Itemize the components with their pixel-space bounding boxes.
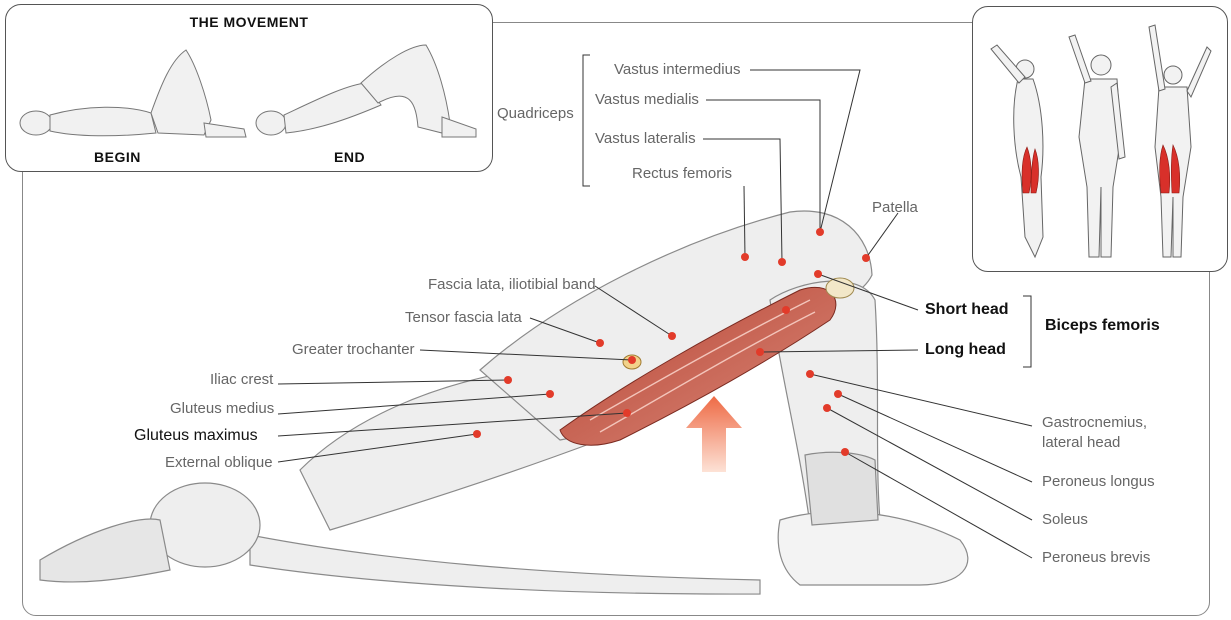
muscle-map-figures xyxy=(973,7,1227,271)
label-rectus-femoris: Rectus femoris xyxy=(632,165,732,183)
marker-iliac-crest xyxy=(504,376,512,384)
label-peroneus-brevis: Peroneus brevis xyxy=(1042,549,1150,567)
movement-sketches xyxy=(6,5,492,171)
label-iliac-crest: Iliac crest xyxy=(210,371,273,389)
marker-gluteus-maximus xyxy=(623,409,631,417)
marker-greater-trochanter xyxy=(628,356,636,364)
marker-gluteus-medius xyxy=(546,390,554,398)
end-caption: END xyxy=(334,149,365,165)
marker-external-oblique xyxy=(473,430,481,438)
marker-peroneus-longus xyxy=(834,390,842,398)
label-greater-trochanter: Greater trochanter xyxy=(292,341,415,359)
marker-gastrocnemius xyxy=(806,370,814,378)
label-quadriceps: Quadriceps xyxy=(497,105,574,123)
label-biceps-femoris: Biceps femoris xyxy=(1045,317,1160,335)
label-tensor-fascia-lata: Tensor fascia lata xyxy=(405,309,522,327)
label-external-oblique: External oblique xyxy=(165,454,273,472)
marker-long-head xyxy=(756,348,764,356)
label-short-head: Short head xyxy=(925,301,1009,319)
marker-vastus-lateralis xyxy=(778,258,786,266)
label-soleus: Soleus xyxy=(1042,511,1088,529)
marker-tensor-fascia xyxy=(596,339,604,347)
lift-arrow xyxy=(686,396,742,472)
label-vastus-medialis: Vastus medialis xyxy=(595,91,699,109)
marker-soleus xyxy=(823,404,831,412)
label-gastrocnemius: Gastrocnemius, xyxy=(1042,414,1147,432)
begin-caption: BEGIN xyxy=(94,149,141,165)
marker-vastus-intermedius xyxy=(816,228,824,236)
label-gluteus-medius: Gluteus medius xyxy=(170,400,274,418)
marker-rectus-femoris xyxy=(741,253,749,261)
label-gastrocnemius-line2: lateral head xyxy=(1042,434,1120,452)
label-long-head: Long head xyxy=(925,341,1006,359)
label-gluteus-maximus: Gluteus maximus xyxy=(134,427,258,445)
marker-biceps xyxy=(782,306,790,314)
label-fascia-lata: Fascia lata, iliotibial band xyxy=(428,276,596,294)
movement-panel: THE MOVEMENT BEGIN END xyxy=(5,4,493,172)
muscle-map-panel xyxy=(972,6,1228,272)
marker-fascia-lata xyxy=(668,332,676,340)
label-patella: Patella xyxy=(872,199,918,217)
label-peroneus-longus: Peroneus longus xyxy=(1042,473,1155,491)
marker-patella xyxy=(862,254,870,262)
label-vastus-intermedius: Vastus intermedius xyxy=(614,61,740,79)
label-vastus-lateralis: Vastus lateralis xyxy=(595,130,696,148)
marker-short-head xyxy=(814,270,822,278)
marker-peroneus-brevis xyxy=(841,448,849,456)
